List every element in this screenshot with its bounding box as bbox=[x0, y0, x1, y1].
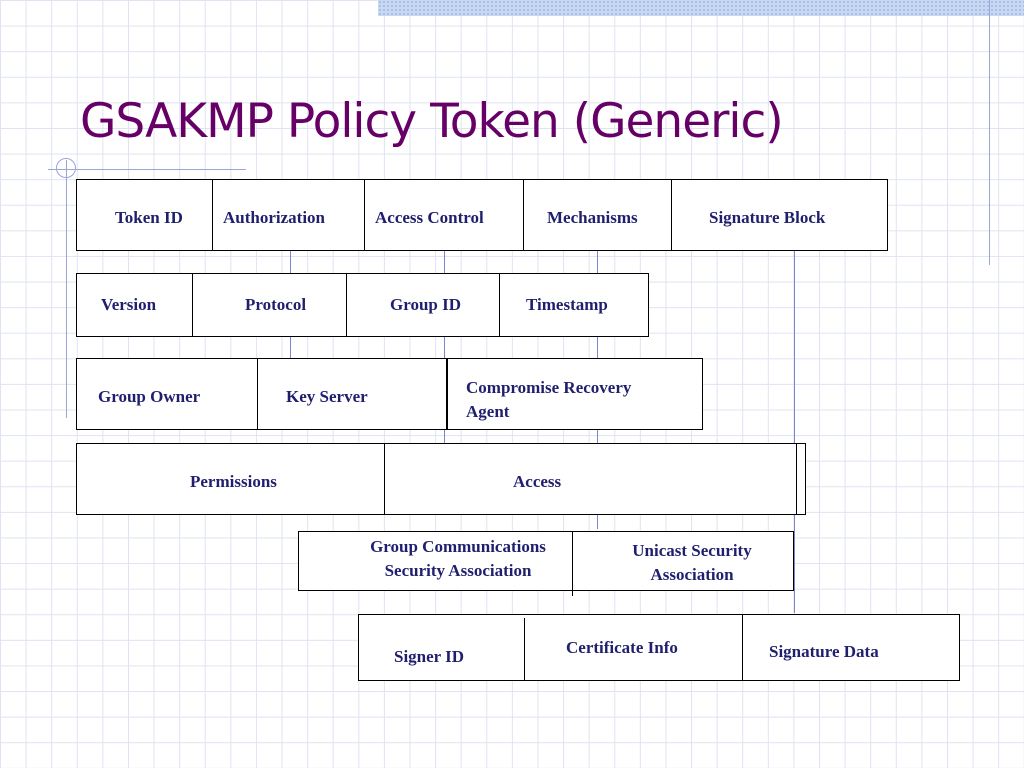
divider bbox=[346, 274, 347, 336]
divider bbox=[671, 180, 672, 250]
signature-block-field: Signature Block bbox=[709, 208, 826, 227]
connector-access-control bbox=[444, 250, 445, 443]
group-comm-sa-line1: Group Communications bbox=[370, 537, 546, 556]
signer-id-field: Signer ID bbox=[394, 647, 465, 666]
decorative-vertical-line-right bbox=[989, 0, 990, 265]
group-owner-field: Group Owner bbox=[98, 387, 201, 406]
unicast-sa-line2: Association bbox=[650, 565, 734, 584]
decorative-horizontal-line bbox=[48, 169, 246, 170]
access-control-row: Permissions Access bbox=[76, 443, 806, 515]
version-field: Version bbox=[101, 295, 157, 314]
divider bbox=[572, 532, 573, 596]
divider bbox=[257, 359, 258, 429]
permissions-field: Permissions bbox=[190, 472, 277, 491]
authorization-row: Group Owner Key Server bbox=[76, 358, 447, 430]
signature-data-field: Signature Data bbox=[769, 642, 879, 661]
token-fields-row: Token ID Authorization Access Control Me… bbox=[76, 179, 888, 251]
slide-title: GSAKMP Policy Token (Generic) bbox=[80, 94, 784, 149]
unicast-sa-line1: Unicast Security bbox=[632, 541, 752, 560]
mechanisms-field: Mechanisms bbox=[547, 208, 638, 227]
connector-signature-block bbox=[794, 250, 795, 613]
group-id-field: Group ID bbox=[390, 295, 462, 314]
decorative-vertical-line-left bbox=[66, 160, 67, 418]
authorization-field: Authorization bbox=[223, 208, 325, 227]
access-control-field: Access Control bbox=[375, 208, 484, 227]
mechanisms-row: Group Communications Security Associatio… bbox=[298, 531, 794, 596]
certificate-info-field: Certificate Info bbox=[566, 638, 678, 657]
divider bbox=[499, 274, 500, 336]
signature-block-row: Signer ID Certificate Info Signature Dat… bbox=[358, 614, 960, 681]
compromise-recovery-line2: Agent bbox=[466, 402, 510, 421]
divider bbox=[742, 615, 743, 680]
unicast-sa-field: Unicast Security Association bbox=[573, 539, 811, 587]
decorative-circle bbox=[56, 158, 76, 178]
divider bbox=[796, 444, 797, 514]
protocol-field: Protocol bbox=[245, 295, 307, 314]
compromise-recovery-box: Compromise Recovery Agent bbox=[447, 358, 703, 430]
timestamp-field: Timestamp bbox=[526, 295, 608, 314]
token-id-field: Token ID bbox=[115, 208, 183, 227]
divider bbox=[523, 180, 524, 250]
key-server-field: Key Server bbox=[286, 387, 368, 406]
access-field: Access bbox=[513, 472, 562, 491]
compromise-recovery-line1: Compromise Recovery bbox=[466, 378, 632, 397]
token-id-row: Version Protocol Group ID Timestamp bbox=[76, 273, 649, 337]
divider bbox=[524, 618, 525, 680]
divider bbox=[212, 180, 213, 250]
group-comm-sa-field: Group Communications Security Associatio… bbox=[299, 535, 617, 583]
header-band bbox=[378, 0, 1024, 16]
group-comm-sa-line2: Security Association bbox=[384, 561, 532, 580]
divider bbox=[364, 180, 365, 250]
divider bbox=[384, 444, 385, 514]
divider bbox=[192, 274, 193, 336]
